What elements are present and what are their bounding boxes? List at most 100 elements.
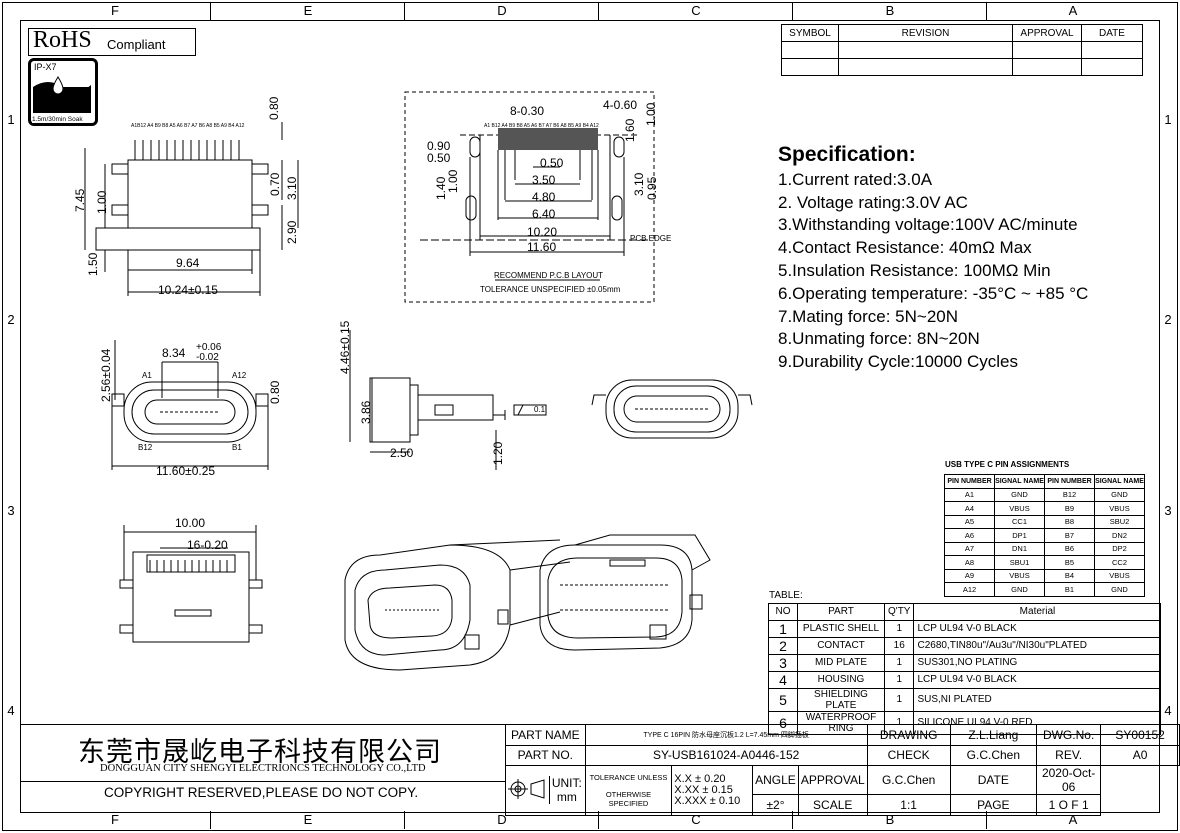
pin-cell: A1 bbox=[944, 487, 995, 502]
col-label: E bbox=[210, 811, 405, 829]
angle-label: ANGLE bbox=[752, 765, 799, 795]
part-cell: SUS,NI PLATED bbox=[913, 687, 1162, 712]
dim-label: 10.24±0.15 bbox=[158, 283, 218, 297]
projection-icon bbox=[508, 779, 545, 800]
spec-item: 1.Current rated:3.0A bbox=[778, 169, 933, 189]
pin-b12-label: B12 bbox=[138, 443, 153, 452]
pin-header: SIGNAL NAME bbox=[994, 474, 1045, 489]
approval-value: G.C.Chen bbox=[866, 765, 951, 795]
col-label: A bbox=[986, 2, 1159, 20]
part-cell: 3 bbox=[768, 653, 798, 672]
row-label: 2 bbox=[7, 312, 15, 327]
pin-cell: B5 bbox=[1044, 555, 1095, 570]
dim-label: 4.46±0.15 bbox=[338, 320, 352, 374]
dim-label: 0.80 bbox=[267, 96, 281, 120]
pin-header: PIN NUMBER bbox=[1044, 474, 1095, 489]
drawing-label: DRAWING bbox=[866, 724, 951, 746]
pin-cell: B12 bbox=[1044, 487, 1095, 502]
column-labels-top: F E D C B A bbox=[20, 2, 1158, 20]
pin-cell: B4 bbox=[1044, 568, 1095, 583]
title-divider bbox=[20, 781, 505, 782]
pin-cell: B7 bbox=[1044, 528, 1095, 543]
part-name-label: PART NAME bbox=[505, 724, 586, 746]
page-value: 1 O F 1 bbox=[1035, 794, 1102, 816]
column-labels-bottom: F E D C B A bbox=[20, 811, 1158, 829]
pin-cell: A7 bbox=[944, 541, 995, 556]
row-label: 3 bbox=[7, 503, 15, 518]
dim-label: 1.50 bbox=[86, 252, 100, 276]
dim-label: 0.80 bbox=[268, 380, 282, 404]
row-label: 2 bbox=[1164, 312, 1172, 327]
pin-cell: A8 bbox=[944, 555, 995, 570]
company-name-en: DONGGUAN CITY SHENGYI ELECTRIONCS TECHNO… bbox=[100, 763, 426, 774]
pin-cell: A6 bbox=[944, 528, 995, 543]
dim-label: +0.06 bbox=[196, 342, 222, 353]
pcb-caption: RECOMMEND P.C.B LAYOUT bbox=[494, 271, 604, 280]
scale-value: 1:1 bbox=[866, 794, 951, 816]
parts-table-label: TABLE: bbox=[769, 590, 803, 601]
pin-cell: A12 bbox=[944, 582, 995, 597]
pin-a1-label: A1 bbox=[142, 371, 152, 380]
col-label: D bbox=[404, 811, 599, 829]
pin-cell: GND bbox=[1094, 487, 1145, 502]
dim-label: 16-0.20 bbox=[187, 538, 228, 552]
pin-assignments-title: USB TYPE C PIN ASSIGNMENTS bbox=[945, 460, 1070, 469]
dim-label: 1.00 bbox=[644, 102, 658, 126]
dim-label: 1.00 bbox=[446, 169, 460, 193]
company-name-cn: 东莞市晟屹电子科技有限公司 bbox=[78, 737, 442, 767]
projection-symbol-cell: UNIT: mm bbox=[505, 765, 586, 816]
col-label: E bbox=[210, 2, 405, 20]
dim-label: 0.50 bbox=[427, 151, 451, 165]
row-label: 1 bbox=[7, 112, 15, 127]
part-cell: CONTACT bbox=[797, 636, 885, 655]
dim-label: 4.80 bbox=[532, 190, 556, 204]
specification-block: Specification: 1.Current rated:3.0A 2. V… bbox=[778, 143, 1088, 374]
angle-value: ±2° bbox=[752, 794, 799, 816]
dim-label: 2.50 bbox=[390, 446, 414, 460]
pin-cell: SBU2 bbox=[1094, 514, 1145, 529]
pcb-tolerance: TOLERANCE UNSPECIFIED ±0.05mm bbox=[480, 285, 621, 294]
pin-cell: A4 bbox=[944, 501, 995, 516]
part-name-value: TYPE C 16PIN 防水母座沉板1.2 L=7.45mm 四脚插板 bbox=[584, 724, 868, 746]
part-cell: 4 bbox=[768, 670, 798, 689]
part-cell: 5 bbox=[768, 687, 798, 712]
pin-cell: VBUS bbox=[1094, 568, 1145, 583]
spec-item: 9.Durability Cycle:10000 Cycles bbox=[778, 352, 1018, 372]
part-cell: 2 bbox=[768, 636, 798, 655]
dim-label: 1.20 bbox=[491, 441, 505, 465]
dim-label: 10.20 bbox=[527, 225, 558, 239]
page-label: PAGE bbox=[949, 794, 1038, 816]
dim-label: 4-0.60 bbox=[603, 98, 638, 112]
check-value: G.C.Chen bbox=[949, 744, 1038, 766]
pin-labels-top: A1B12 A4 B9 B8 A5 A6 B7 A7 B6 A8 B5 A9 B… bbox=[131, 123, 245, 129]
pin-cell: A9 bbox=[944, 568, 995, 583]
unit-label: UNIT: bbox=[551, 776, 582, 791]
date-label: DATE bbox=[949, 765, 1038, 795]
copyright-notice: COPYRIGHT RESERVED,PLEASE DO NOT COPY. bbox=[104, 785, 419, 800]
spec-title: Specification: bbox=[778, 143, 916, 166]
part-cell: 1 bbox=[883, 670, 915, 689]
date-value: 2020-Oct-06 bbox=[1035, 765, 1102, 795]
tolerance-values-cell: X.X ± 0.20 X.XX ± 0.15 X.XXX ± 0.10 bbox=[671, 765, 754, 816]
dim-label: 6.40 bbox=[532, 207, 556, 221]
pin-cell: B8 bbox=[1044, 514, 1095, 529]
pin-cell: GND bbox=[1094, 582, 1145, 597]
pin-cell: VBUS bbox=[1094, 501, 1145, 516]
pin-cell: DP2 bbox=[1094, 541, 1145, 556]
pin-assignments-table: PIN NUMBER SIGNAL NAME PIN NUMBER SIGNAL… bbox=[944, 474, 1145, 597]
part-cell: 1 bbox=[768, 619, 798, 638]
part-cell: HOUSING bbox=[797, 670, 885, 689]
tolerance-value: X.XX ± 0.15 bbox=[674, 783, 733, 796]
dim-label: 11.60±0.25 bbox=[156, 464, 216, 478]
dwg-value: SY00152 bbox=[1100, 724, 1180, 746]
soak-text: 1.5m/30min Soak bbox=[32, 116, 92, 123]
